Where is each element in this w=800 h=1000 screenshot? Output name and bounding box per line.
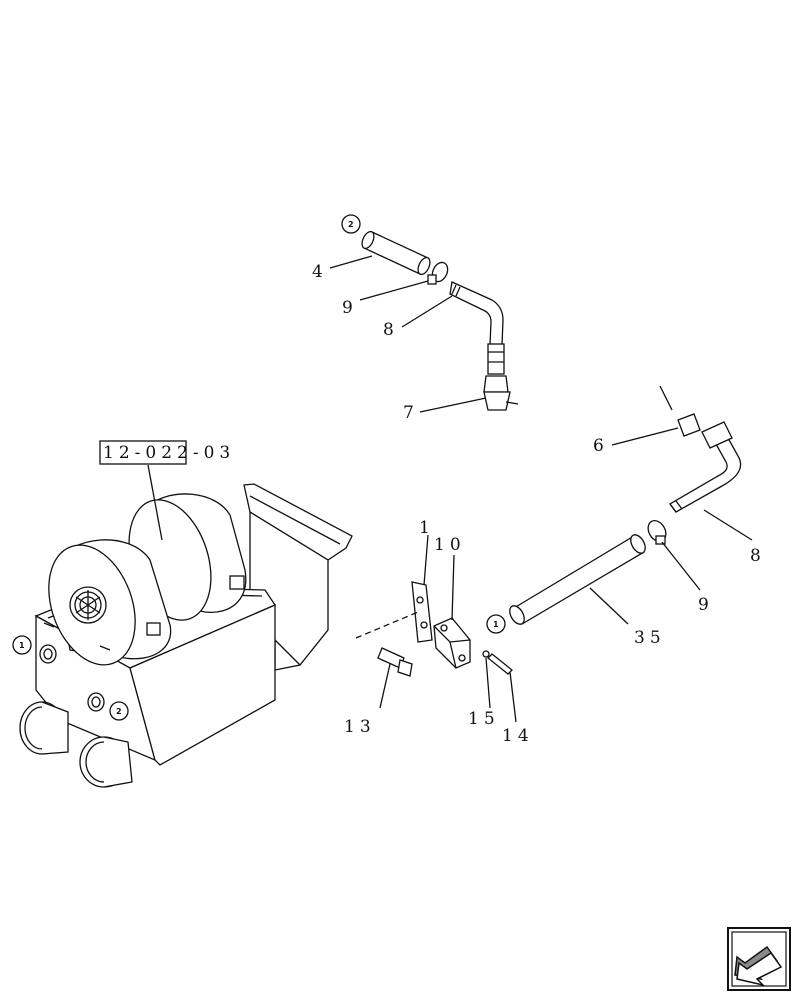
label-part-1: 1 [419,518,435,538]
label-part-15: 15 [468,709,500,729]
label-part-14: 14 [502,726,534,746]
upper-hose-assembly [361,230,519,411]
label-part-8-top: 8 [383,320,399,340]
part-labels: 4 9 8 7 6 8 9 35 1 10 13 15 14 [312,262,766,746]
lower-hose-assembly [509,385,742,625]
leader-lines [329,255,753,723]
reference-circle-1-left: 1 [12,635,32,655]
reference-circle-2-heater: 2 [109,701,129,721]
mounting-hardware [355,581,513,677]
next-page-button[interactable] [727,927,791,991]
label-part-10: 10 [434,535,466,555]
label-part-9-top: 9 [342,298,358,318]
label-part-4: 4 [312,262,328,282]
svg-text:2: 2 [116,707,122,716]
label-part-9-right: 9 [698,595,714,615]
reference-circle-2-top: 2 [341,214,361,234]
label-part-35: 35 [634,628,666,648]
reference-circle-1-tube: 1 [486,614,506,634]
label-part-6: 6 [593,436,609,456]
heater-assembly [19,483,353,788]
label-part-8-right: 8 [750,546,766,566]
svg-text:1: 1 [493,620,499,629]
next-page-arrow-icon [727,927,791,991]
label-part-13: 13 [344,717,376,737]
svg-text:2: 2 [348,220,354,229]
reference-number-text: 12-022-03 [103,443,235,463]
label-part-7: 7 [403,403,419,423]
svg-text:1: 1 [19,641,25,650]
reference-group-label: 12-022-03 [99,440,235,541]
